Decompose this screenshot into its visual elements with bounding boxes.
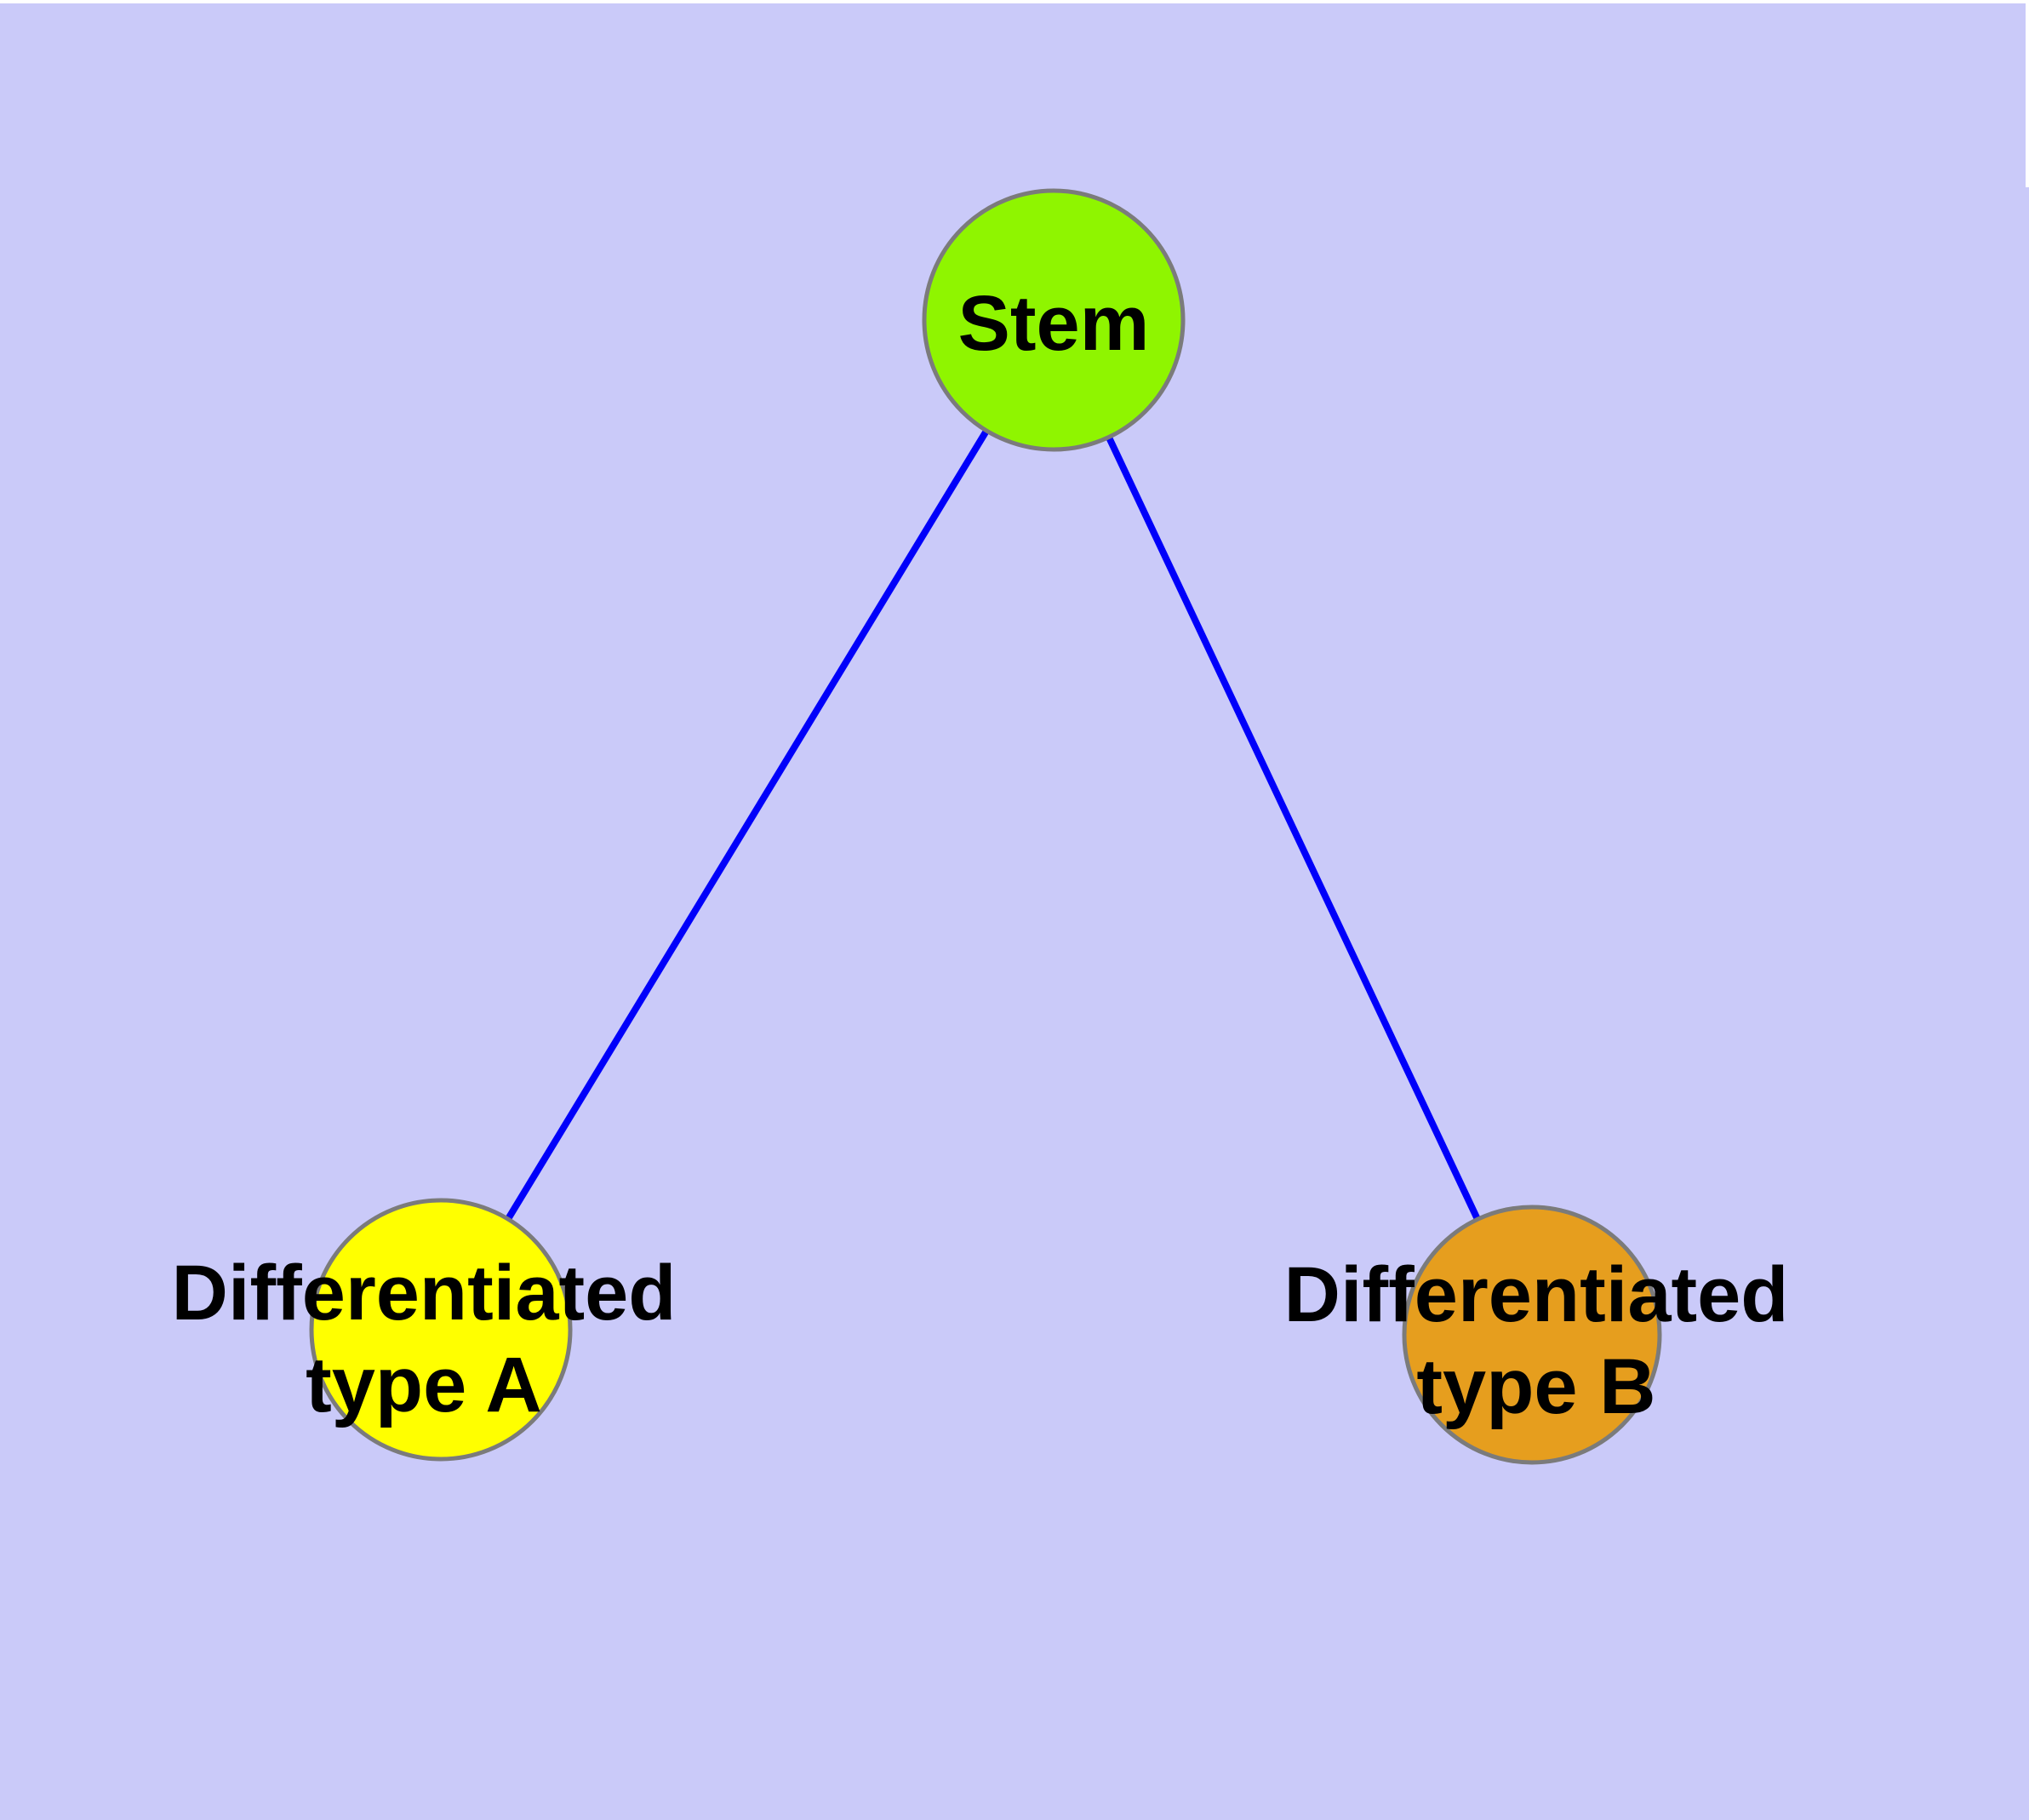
node-type-a-circle — [309, 1198, 573, 1462]
top-margin-strip — [0, 0, 2029, 3]
node-type-b-circle — [1402, 1205, 1662, 1465]
node-type-a-label-line2: type A — [306, 1342, 542, 1428]
edge-stem-to-type-b — [1050, 318, 1535, 1336]
node-stem-label: Stem — [958, 280, 1150, 367]
node-stem-circle — [922, 188, 1186, 452]
node-type-a-label-line1: Differentiated — [172, 1250, 677, 1336]
node-type-b-label-line2: type B — [1416, 1343, 1655, 1430]
right-margin-strip — [2026, 0, 2029, 187]
edge-stem-to-type-a — [437, 318, 1057, 1332]
node-type-b-label-line1: Differentiated — [1284, 1251, 1789, 1338]
